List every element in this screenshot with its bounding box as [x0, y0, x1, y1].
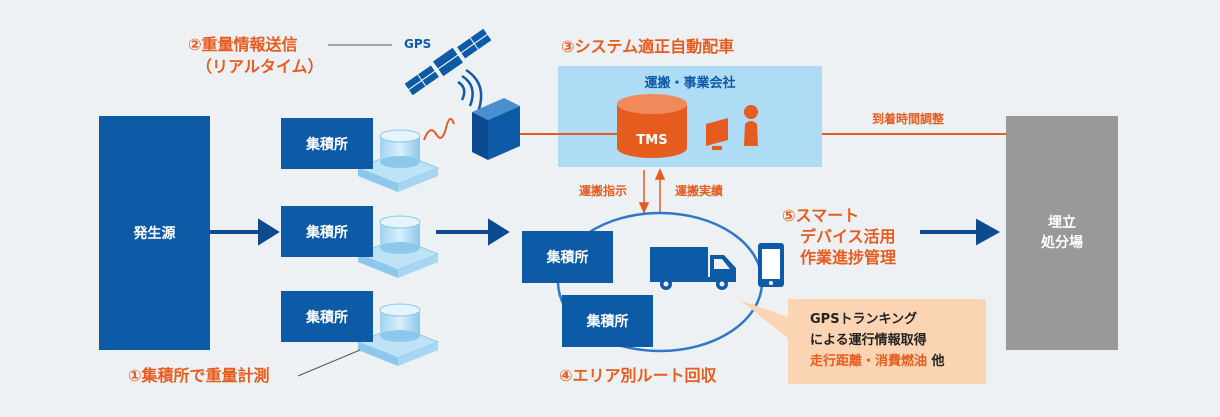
landfill-label-line1: 埋立 [1048, 215, 1076, 231]
instruction-arrows [638, 168, 666, 214]
collection-point-box-1: 集積所 [281, 118, 373, 169]
callout-line3-tail: 他 [931, 354, 945, 369]
system-panel [558, 66, 822, 167]
callout-line3-orange: 走行距離・消費燃油 [810, 354, 928, 369]
callout-line1: GPSトランキング [810, 312, 918, 327]
callout-pointer [740, 300, 790, 340]
step2-title-line2: （リアルタイム） [196, 57, 324, 76]
step2-title-line1: ②重量情報送信 [188, 35, 298, 54]
landfill-box: 埋立 処分場 [1006, 116, 1118, 350]
step5-title-line3: 作業進捗管理 [800, 248, 897, 267]
satellite-icon [404, 28, 492, 96]
gps-label: GPS [404, 37, 432, 51]
collection-point-label: 集積所 [306, 136, 348, 153]
scale-icon-3 [356, 303, 440, 366]
callout-line3: 走行距離・消費燃油 他 [810, 351, 986, 372]
scale-icon-1 [356, 129, 440, 192]
collection-point-label: 集積所 [586, 314, 629, 330]
signal-waves-icon [457, 68, 483, 113]
tms-label: TMS [636, 133, 668, 148]
flow-arrows [210, 218, 1001, 246]
step5-title-line1: ⑤スマート [782, 206, 860, 225]
source-label: 発生源 [133, 226, 176, 242]
step3-title: ③システム適正自動配車 [561, 37, 735, 56]
collection-point-label: 集積所 [546, 250, 589, 266]
server-icon [472, 98, 520, 160]
company-label: 運搬・事業会社 [644, 76, 736, 91]
collection-point-label: 集積所 [306, 309, 348, 326]
operator-icon [706, 105, 758, 150]
transport-instruction-label: 運搬指示 [579, 184, 628, 198]
smartphone-icon [758, 243, 784, 287]
source-box: 発生源 [99, 116, 210, 350]
tms-database-icon [617, 94, 687, 158]
step1-title: ①集積所で重量計測 [128, 366, 270, 385]
route-collection-point-box-2: 集積所 [562, 295, 653, 347]
callout-line2: による運行情報取得 [810, 333, 927, 348]
collection-point-label: 集積所 [306, 224, 348, 241]
wireless-squiggle-icon [423, 117, 455, 141]
landfill-label-line2: 処分場 [1041, 235, 1083, 251]
gps-callout: GPSトランキング による運行情報取得 走行距離・消費燃油 他 [788, 299, 986, 384]
scale-icon-2 [356, 215, 440, 278]
collection-point-box-3: 集積所 [281, 291, 373, 342]
truck-icon [650, 247, 736, 290]
arrival-adjust-label: 到着時間調整 [872, 112, 945, 126]
collection-point-box-2: 集積所 [281, 206, 373, 257]
step5-title-line2: デバイス活用 [800, 227, 896, 246]
step1-leader-line [297, 349, 361, 377]
route-collection-point-box-1: 集積所 [522, 231, 613, 283]
transport-record-label: 運搬実績 [675, 184, 724, 198]
step4-title: ④エリア別ルート回収 [559, 366, 717, 385]
